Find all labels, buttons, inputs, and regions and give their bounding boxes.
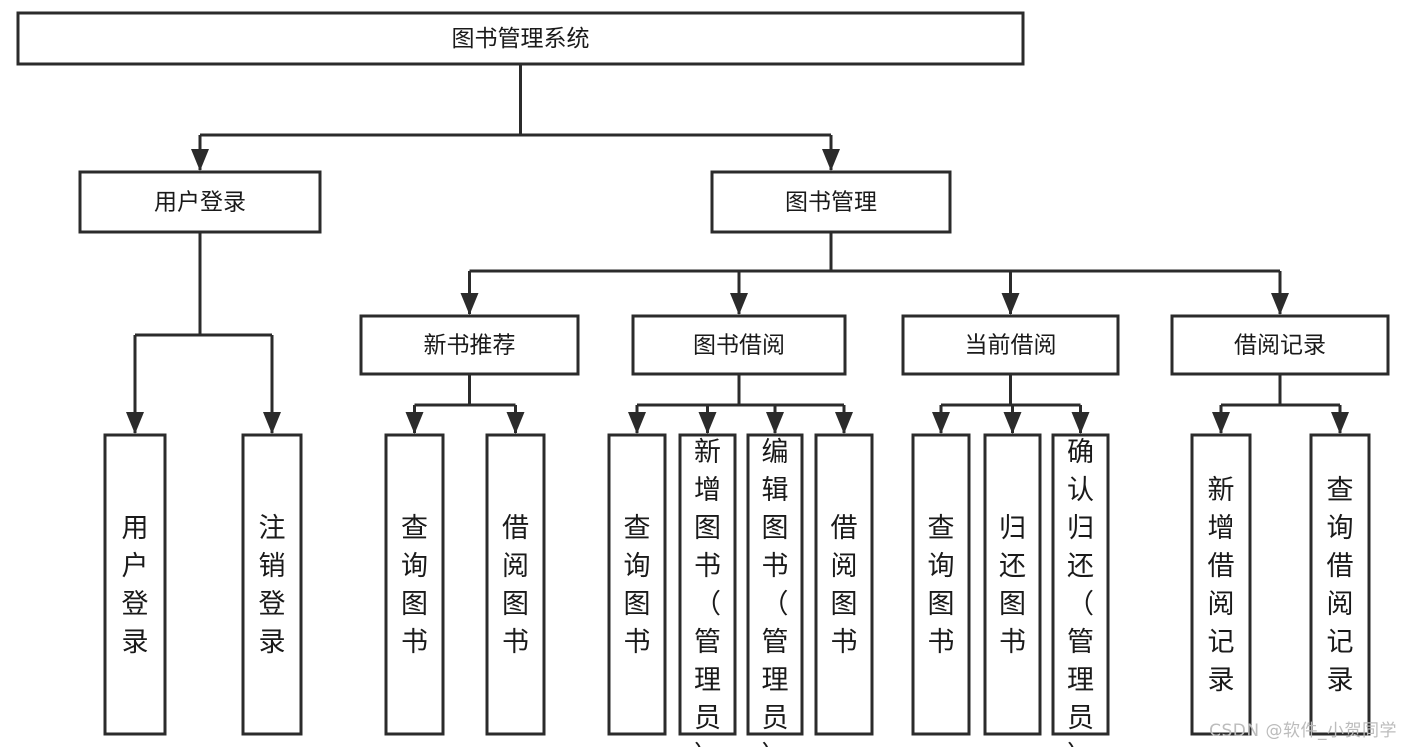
- arrow-down-icon-level2-2: [822, 149, 840, 171]
- node-leaf-8[interactable]: 借阅图书: [814, 433, 874, 736]
- node-level3-1-label: 新书推荐: [424, 333, 516, 359]
- node-leaf-4-label: 借阅图书: [502, 513, 529, 658]
- node-leaf-11[interactable]: 确认归还（管理员）: [1051, 433, 1110, 747]
- node-leaf-2-label: 注销登录: [259, 513, 286, 658]
- node-level3-1[interactable]: 新书推荐: [359, 314, 580, 376]
- arrow-down-icon-leaf-4-2: [1331, 412, 1349, 434]
- node-leaf-9[interactable]: 查询图书: [911, 433, 971, 736]
- node-leaf-12-label: 新增借阅记录: [1208, 475, 1235, 696]
- node-leaf-5-box[interactable]: [607, 433, 667, 736]
- node-leaf-11-label: 确认归还（管理员）: [1067, 437, 1094, 747]
- node-leaf-10-label: 归还图书: [999, 513, 1026, 658]
- node-leaf-7-box[interactable]: [746, 433, 804, 736]
- node-level2-2[interactable]: 图书管理: [710, 170, 952, 234]
- arrow-down-icon-leaf-2-4: [835, 412, 853, 434]
- node-leaf-9-label: 查询图书: [928, 513, 955, 658]
- node-leaf-3-label: 查询图书: [401, 513, 428, 658]
- arrow-down-icon-userlogin-leaf-1: [126, 412, 144, 434]
- arrow-down-icon-level2-1: [191, 149, 209, 171]
- node-level3-2-label: 图书借阅: [693, 333, 785, 359]
- arrow-down-icon-leaf-3-2: [1003, 412, 1022, 434]
- node-leaf-10-box[interactable]: [983, 433, 1042, 736]
- node-leaf-10[interactable]: 归还图书: [983, 433, 1042, 736]
- node-level3-4-box[interactable]: [1170, 314, 1390, 376]
- node-level3-3[interactable]: 当前借阅: [901, 314, 1120, 376]
- arrow-down-icon-level3-4: [1271, 293, 1289, 315]
- node-leaf-6-label: 新增图书（管理员）: [694, 437, 721, 747]
- node-leaf-4[interactable]: 借阅图书: [485, 433, 546, 736]
- node-leaf-5-label: 查询图书: [624, 513, 651, 658]
- node-root-box[interactable]: [16, 11, 1025, 66]
- node-level3-4[interactable]: 借阅记录: [1170, 314, 1390, 376]
- arrow-down-icon-leaf-1-2: [506, 412, 525, 434]
- node-leaf-1-box[interactable]: [103, 433, 167, 736]
- node-leaf-3[interactable]: 查询图书: [384, 433, 445, 736]
- node-leaf-2[interactable]: 注销登录: [241, 433, 303, 736]
- node-leaf-12-box[interactable]: [1190, 433, 1252, 736]
- node-leaf-6[interactable]: 新增图书（管理员）: [678, 433, 737, 747]
- arrow-down-icon-level3-2: [730, 293, 748, 315]
- node-leaf-12[interactable]: 新增借阅记录: [1190, 433, 1252, 736]
- node-leaf-8-label: 借阅图书: [831, 513, 858, 658]
- node-level2-2-label: 图书管理: [785, 190, 877, 216]
- csdn-watermark: CSDN @软件_小贺同学: [1209, 721, 1397, 741]
- node-leaf-13[interactable]: 查询借阅记录: [1309, 433, 1371, 736]
- arrow-down-icon-level3-1: [460, 293, 479, 315]
- arrow-down-icon-leaf-4-1: [1212, 412, 1230, 434]
- node-leaf-13-label: 查询借阅记录: [1327, 475, 1354, 696]
- node-level2-1-label: 用户登录: [154, 190, 246, 216]
- node-level3-3-label: 当前借阅: [965, 333, 1057, 359]
- arrow-down-icon-leaf-1-1: [405, 412, 424, 434]
- node-leaf-13-box[interactable]: [1309, 433, 1371, 736]
- node-leaf-1-label: 用户登录: [122, 513, 149, 658]
- nodes-layer: 图书管理系统用户登录图书管理新书推荐图书借阅当前借阅借阅记录用户登录注销登录查询…: [16, 11, 1390, 747]
- node-level2-2-box[interactable]: [710, 170, 952, 234]
- arrow-down-icon-userlogin-leaf-2: [263, 412, 281, 434]
- arrow-down-icon-leaf-2-1: [628, 412, 646, 434]
- node-root[interactable]: 图书管理系统: [16, 11, 1025, 66]
- node-leaf-6-box[interactable]: [678, 433, 737, 736]
- arrow-down-icon-leaf-3-3: [1071, 412, 1090, 434]
- node-leaf-3-box[interactable]: [384, 433, 445, 736]
- node-level2-1-box[interactable]: [78, 170, 322, 234]
- node-leaf-4-box[interactable]: [485, 433, 546, 736]
- node-level3-1-box[interactable]: [359, 314, 580, 376]
- node-root-label: 图书管理系统: [452, 26, 590, 52]
- node-level3-3-box[interactable]: [901, 314, 1120, 376]
- node-leaf-7-label: 编辑图书（管理员）: [762, 437, 789, 747]
- node-leaf-8-box[interactable]: [814, 433, 874, 736]
- node-level2-1[interactable]: 用户登录: [78, 170, 322, 234]
- node-leaf-9-box[interactable]: [911, 433, 971, 736]
- arrow-down-icon-leaf-3-1: [932, 412, 950, 434]
- arrow-down-icon-leaf-2-2: [698, 412, 717, 434]
- node-leaf-1[interactable]: 用户登录: [103, 433, 167, 736]
- node-level3-2-box[interactable]: [631, 314, 847, 376]
- node-leaf-5[interactable]: 查询图书: [607, 433, 667, 736]
- node-level3-4-label: 借阅记录: [1234, 333, 1326, 359]
- node-leaf-11-box[interactable]: [1051, 433, 1110, 736]
- arrow-down-icon-level3-3: [1001, 293, 1020, 315]
- node-leaf-2-box[interactable]: [241, 433, 303, 736]
- connectors-layer: [126, 64, 1349, 434]
- node-level3-2[interactable]: 图书借阅: [631, 314, 847, 376]
- node-leaf-7[interactable]: 编辑图书（管理员）: [746, 433, 804, 747]
- arrow-down-icon-leaf-2-3: [766, 412, 784, 434]
